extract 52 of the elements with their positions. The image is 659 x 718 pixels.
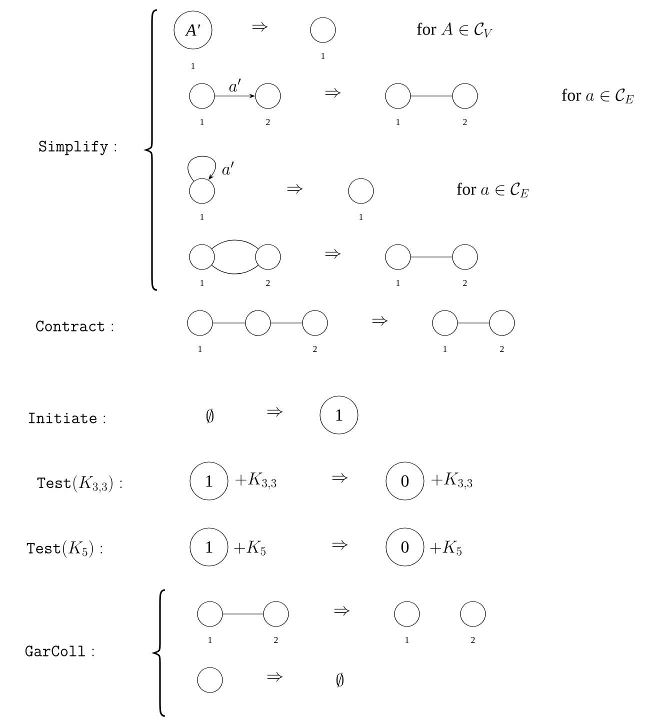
rule-text: $\mathtt{Contract}:$: [36, 320, 114, 332]
rule-text: $\mbox{for}\ a\in\mathcal{C}_E$: [456, 182, 529, 198]
vertex-number: 1: [396, 280, 400, 286]
vertex-number: 2: [274, 637, 278, 643]
rule-text: $\Rightarrow$: [287, 184, 303, 194]
rule-text: $\Rightarrow$: [372, 316, 388, 326]
rule-text: $\Rightarrow$: [267, 407, 283, 417]
rule-text: $\emptyset$: [206, 408, 214, 424]
edge-line: [410, 256, 452, 258]
vertex-number: 1: [444, 346, 447, 352]
vertex-number: 1: [322, 53, 325, 59]
vertex-number: 2: [463, 280, 467, 286]
rule-text: $\Rightarrow$: [325, 249, 341, 259]
vertex-number: 1: [200, 280, 204, 286]
rule-text: $\mbox{for}\ A\in\mathcal{C}_V$: [417, 22, 493, 38]
rule-text: $\mathtt{Simplify}:$: [39, 140, 116, 156]
rule-text: $\emptyset$: [336, 672, 344, 688]
vertex-number: 1: [396, 119, 400, 125]
rule-text: $\mathtt{GarColl}:$: [25, 646, 94, 656]
rule-text: $\Rightarrow$: [334, 606, 350, 616]
edge-line: [212, 240, 258, 250]
vertex-number: 2: [500, 346, 504, 352]
arrow: [188, 156, 216, 182]
rule-text: $\Rightarrow$: [332, 473, 348, 483]
vertex-circle: [245, 310, 271, 336]
vertex-number: 2: [471, 637, 475, 643]
edge-line: [270, 322, 302, 324]
vertex-number: 1: [208, 637, 212, 643]
vertex-circle: [197, 667, 223, 693]
vertex-number: 2: [266, 280, 270, 286]
vertex-number: 1: [198, 346, 202, 352]
vertex-number: 1: [360, 214, 363, 220]
rule-text: $\mathtt{Test}(K_5):$: [26, 540, 102, 558]
rule-text: $\mathtt{Initiate}:$: [28, 412, 106, 424]
rule-text: $\Rightarrow$: [325, 88, 341, 98]
rule-text: $\mbox{for}\ a\in\mathcal{C}_E$: [562, 88, 634, 104]
edge-line: [212, 264, 258, 274]
rule-text: $\Rightarrow$: [252, 22, 268, 32]
rule-text: $\Rightarrow$: [332, 540, 348, 550]
vertex-number: 2: [266, 119, 270, 125]
edge-line: [212, 322, 246, 324]
rule-text: $\Rightarrow$: [267, 672, 283, 682]
edge-label: $a'$: [229, 78, 241, 92]
vertex-number: 1: [200, 214, 204, 220]
rule-text: $\mathtt{Test}(K_{3,3}):$: [37, 475, 122, 493]
vertex-number: 1: [200, 119, 204, 125]
edge-line: [458, 322, 490, 324]
vertex-number: 1: [406, 637, 409, 643]
vertex-number: 2: [313, 346, 317, 352]
vertex-number: 2: [463, 119, 467, 125]
edge-label: $a'$: [222, 162, 234, 175]
vertex-number: 1: [192, 63, 195, 69]
